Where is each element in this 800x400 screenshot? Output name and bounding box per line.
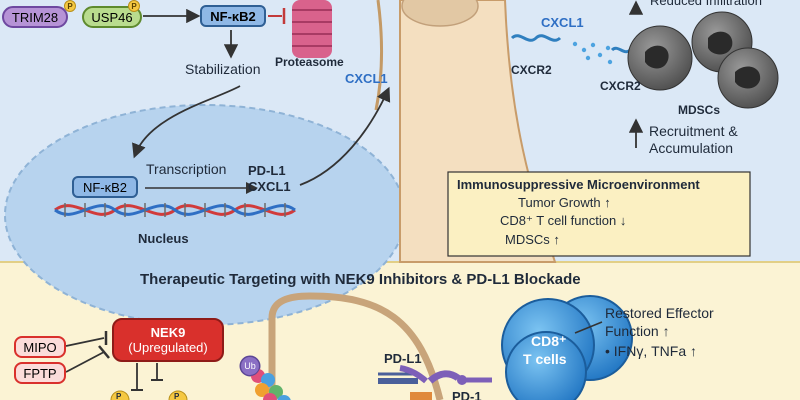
inhibit-bar-fptp — [98, 345, 110, 359]
recruitment-label-line2: Accumulation — [649, 140, 734, 156]
nek9-upregulated-label: (Upregulated) — [128, 340, 208, 355]
reduced-infiltration-label: Reduced Infiltration — [650, 0, 763, 8]
trim28-phospho-badge: P — [64, 0, 76, 12]
cxcr2-receptor-left-icon — [510, 34, 562, 42]
proteasome-label: Proteasome — [275, 55, 344, 69]
dna-helix — [54, 203, 296, 217]
pd1-label: PD-1 — [452, 389, 482, 400]
cxcl1-label: CXCL1 — [541, 15, 584, 30]
phospho-label-bottom-left: P — [116, 392, 122, 400]
trim28-label: TRIM28 — [11, 9, 59, 25]
trim28-pill: TRIM28 — [2, 6, 68, 28]
ifn-tnf-label: • IFNγ, TNFa ↑ — [605, 343, 698, 359]
cd8-label: CD8⁺ — [531, 333, 567, 349]
box-item-mdscs: MDSCs ↑ — [505, 232, 560, 247]
stabilization-label: Stabilization — [185, 61, 261, 77]
mipo-pill: MIPO — [14, 336, 66, 358]
mdsc-cells-icon — [627, 11, 779, 109]
transcription-label: Transcription — [146, 161, 227, 177]
phospho-label-bottom-right: P — [174, 392, 180, 400]
ub-badge: Ub — [240, 356, 260, 376]
mipo-label: MIPO — [23, 339, 57, 355]
pdl1-label: PD-L1 — [384, 351, 422, 366]
cxcl1-dots-icon — [572, 41, 613, 65]
usp46-phospho-badge: P — [128, 0, 140, 12]
nfkb2-nucleus-label: NF-κB2 — [82, 179, 128, 195]
pd1-block-icon — [410, 392, 432, 400]
recruitment-label-line1: Recruitment & — [649, 123, 738, 139]
restored-label-line1: Restored Effector — [605, 305, 714, 321]
tumor-nucleus-shape — [401, 0, 479, 27]
bottom-title: Therapeutic Targeting with NEK9 Inhibito… — [140, 271, 581, 288]
nucleus-label: Nucleus — [138, 231, 189, 246]
fptp-pill: FPTP — [14, 362, 66, 384]
nfkb2-top-pill: NF-κB2 — [200, 5, 266, 27]
fptp-label: FPTP — [23, 365, 57, 381]
phospho-circle-bottom-left — [110, 390, 130, 400]
usp46-label: USP46 — [91, 9, 133, 25]
immunosuppressive-box — [447, 171, 751, 257]
arrow-stabilization-to-nucleus — [132, 85, 241, 159]
cell-membrane-bottom — [268, 292, 444, 400]
t-cells-label: T cells — [523, 351, 567, 367]
nfkb2-top-label: NF-κB2 — [210, 8, 256, 24]
nek9-label: NEK9 — [150, 325, 186, 340]
box-item-cd8-function: CD8⁺ T cell function ↓ — [500, 213, 627, 228]
cd8-t-cells-icon — [501, 295, 633, 400]
cxcl1-secreted-label: CXCL1 — [345, 71, 388, 86]
pd1-receptor-icon — [410, 370, 492, 400]
cxcl1-gene-label: CXCL1 — [248, 179, 291, 194]
proteasome-icon — [292, 0, 332, 58]
arrow-cxcl1-secretion — [299, 86, 391, 186]
immunosuppressive-title: Immunosuppressive Microenvironment — [457, 177, 700, 192]
inhibit-line-fptp — [65, 351, 105, 373]
restored-label-line2: Function ↑ — [605, 323, 670, 339]
cxcr2-left-label: CXCR2 — [511, 63, 552, 77]
box-item-tumor-growth: Tumor Growth ↑ — [518, 195, 611, 210]
cxcr2-right-label: CXCR2 — [600, 79, 641, 93]
pointer-restored — [574, 321, 603, 334]
nek9-box: NEK9 (Upregulated) — [112, 318, 224, 362]
phospho-circle-bottom-right — [168, 390, 188, 400]
mdscs-label: MDSCs — [678, 103, 721, 117]
pdl1-gene-label: PD-L1 — [248, 163, 286, 178]
usp46-pill: USP46 — [82, 6, 142, 28]
pdl1-receptor-icon — [378, 365, 428, 384]
inhibit-line-mipo — [65, 337, 105, 347]
nfkb2-nucleus-pill: NF-κB2 — [72, 176, 138, 198]
